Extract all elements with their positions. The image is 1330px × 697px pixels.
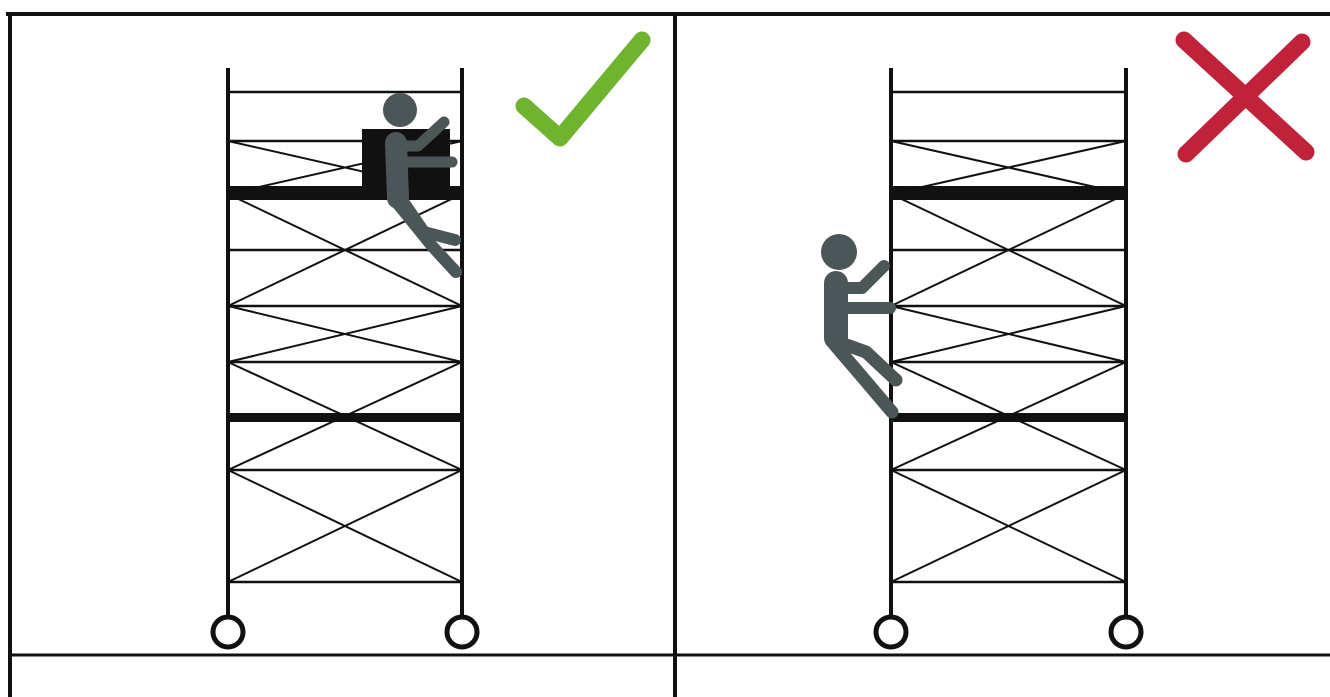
worker-arm-upper — [398, 116, 450, 152]
worker-leg-back — [827, 337, 899, 419]
scaffold-brace — [227, 193, 463, 307]
check-mark-icon — [515, 31, 651, 147]
scaffold-wheel — [444, 614, 480, 650]
scaffold-brace — [890, 193, 1127, 307]
scaffold-brace — [890, 305, 1127, 363]
scaffold-brace — [890, 140, 1127, 195]
panel-frame — [6, 12, 1330, 697]
worker-torso — [385, 132, 409, 209]
scaffold-wheel — [873, 614, 909, 650]
cross-stroke-2 — [1177, 33, 1311, 163]
scaffold-brace — [890, 361, 1127, 471]
scaffold-brace — [890, 469, 1127, 583]
scaffold-brace — [227, 361, 463, 471]
panel-incorrect — [821, 31, 1315, 650]
worker-figure — [821, 234, 903, 419]
scaffold-wheel — [1108, 614, 1144, 650]
cross-mark-icon — [1175, 31, 1315, 163]
worker-leg-back — [392, 198, 462, 278]
scaffold-platform-lower — [228, 413, 462, 422]
worker-arm-upper — [840, 260, 890, 294]
panel-correct — [210, 31, 651, 650]
worker-leg-front — [831, 335, 903, 387]
scaffold-platform-lower — [891, 413, 1126, 422]
scaffold-platform-upper — [891, 186, 1126, 200]
scaffold-brace — [227, 469, 463, 583]
scaffold-brace — [227, 305, 463, 363]
worker-head — [821, 234, 857, 270]
worker-head — [383, 93, 417, 127]
scaffold-wheel — [210, 614, 246, 650]
worker-figure — [383, 93, 462, 278]
scaffold-tower — [873, 68, 1144, 650]
